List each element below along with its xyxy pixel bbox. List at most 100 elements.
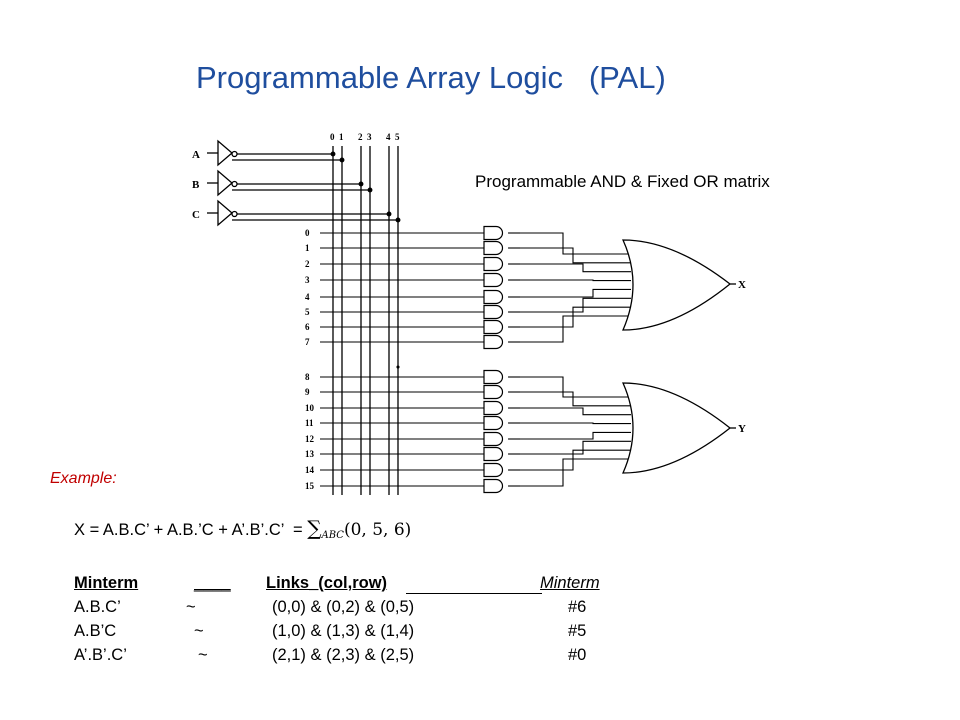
row-tilde: ~ [194,622,204,640]
example-equation: X = A.B.C’ + A.B.’C + A’.B’.C’ = ∑ABC(0,… [74,516,411,541]
output-label: X [738,279,746,291]
row-label: 13 [305,449,315,459]
and-gate-icon [483,446,504,462]
row-label: 14 [305,465,315,475]
row-label: 1 [305,243,310,253]
column-label: 4 [386,132,391,142]
and-gate-icon [483,304,504,320]
row-links: (1,0) & (1,3) & (1,4) [272,622,415,640]
row-links: (0,0) & (0,2) & (0,5) [272,598,415,616]
and-gate-icon [483,289,504,305]
row-label: 5 [305,307,310,317]
column-lines [332,146,400,495]
row-label: 15 [305,481,315,491]
input-label: A [192,149,200,161]
row-label: 9 [305,387,310,397]
or-input-wire [520,407,631,416]
or-input-wire [520,440,631,455]
row-label: 8 [305,372,310,382]
and-gate-icon [483,240,504,256]
inverter-bubble-icon [231,150,238,158]
header-minterm: Minterm [74,574,139,592]
inverter-bubble-icon [231,210,238,218]
and-gate-icon [483,334,504,350]
row-number: #6 [568,598,587,616]
row-number: #5 [568,622,587,640]
row-label: 4 [305,292,310,302]
or-input-wire [520,279,631,282]
sum-symbol: ∑ [307,516,322,540]
header-minterm-number: Minterm [540,574,600,592]
row-label: 12 [305,434,315,444]
row-label: 0 [305,228,310,238]
row-label: 2 [305,259,310,269]
or-input-wire [520,391,631,407]
and-gate-icon [483,431,504,447]
and-gate-icon [483,369,504,385]
column-label: 3 [367,132,372,142]
column-label: 2 [358,132,363,142]
and-gate-icon [483,462,504,478]
and-gate-icon [483,256,504,272]
example-label: Example: [50,470,117,487]
and-gate-icon [483,225,504,241]
and-gate-icon [483,319,504,335]
or-input-wire [520,232,631,255]
header-links: Links_(col,row) [266,574,388,592]
row-tilde: ~ [198,646,208,664]
inverter-bubble-icon [231,180,238,188]
or-input-wire [520,306,631,328]
or-input-wire [520,263,631,273]
input-label: C [192,209,200,221]
column-label: 5 [395,132,400,142]
or-input-wire [520,431,631,440]
header-underline [406,574,542,594]
stray-dot [396,365,400,369]
or-gate-icon [621,239,732,331]
row-minterm: A’.B’.C’ [74,646,127,664]
and-gate-icon [483,478,504,494]
row-links: (2,1) & (2,3) & (2,5) [272,646,415,664]
buffer-icon [217,199,233,227]
equation-lhs: X = A.B.C’ + A.B.’C + A’.B’.C’ = [74,521,308,539]
sum-subscript: ABC [321,530,344,541]
diagram-subtitle: Programmable AND & Fixed OR matrix [475,172,770,191]
buffer-icon [217,139,233,167]
and-gate-icon [483,384,504,400]
or-input-wire [520,449,631,471]
row-minterm: A.B.C’ [74,598,121,616]
row-minterm: A.B’C [74,622,117,640]
row-lines [320,232,631,487]
and-gate-icon [483,272,504,288]
column-label: 1 [339,132,344,142]
slide-title: Programmable Array Logic (PAL) [196,60,666,95]
and-gate-icon [483,400,504,416]
row-number: #0 [568,646,587,664]
or-input-wire [520,422,631,425]
and-gates [483,225,504,494]
header-gap: ____ [194,574,231,592]
row-label: 7 [305,337,310,347]
or-gate-icon [622,382,732,474]
and-gate-icon [483,415,504,431]
column-label: 0 [330,132,335,142]
row-label: 6 [305,322,310,332]
or-input-wire [520,315,631,343]
row-label: 10 [305,403,315,413]
output-label: Y [738,423,746,435]
row-label: 3 [305,275,310,285]
or-gates [621,239,736,474]
or-input-wire [520,247,631,264]
or-input-wire [520,458,631,487]
row-label: 11 [305,418,314,428]
or-input-wire [520,297,631,313]
row-tilde: ~ [186,598,196,616]
input-label: B [192,179,200,191]
or-input-wire [520,288,631,298]
or-input-wire [520,376,631,398]
sum-terms: (0, 5, 6) [343,520,412,540]
input-buffers [207,139,401,227]
buffer-icon [217,169,233,197]
